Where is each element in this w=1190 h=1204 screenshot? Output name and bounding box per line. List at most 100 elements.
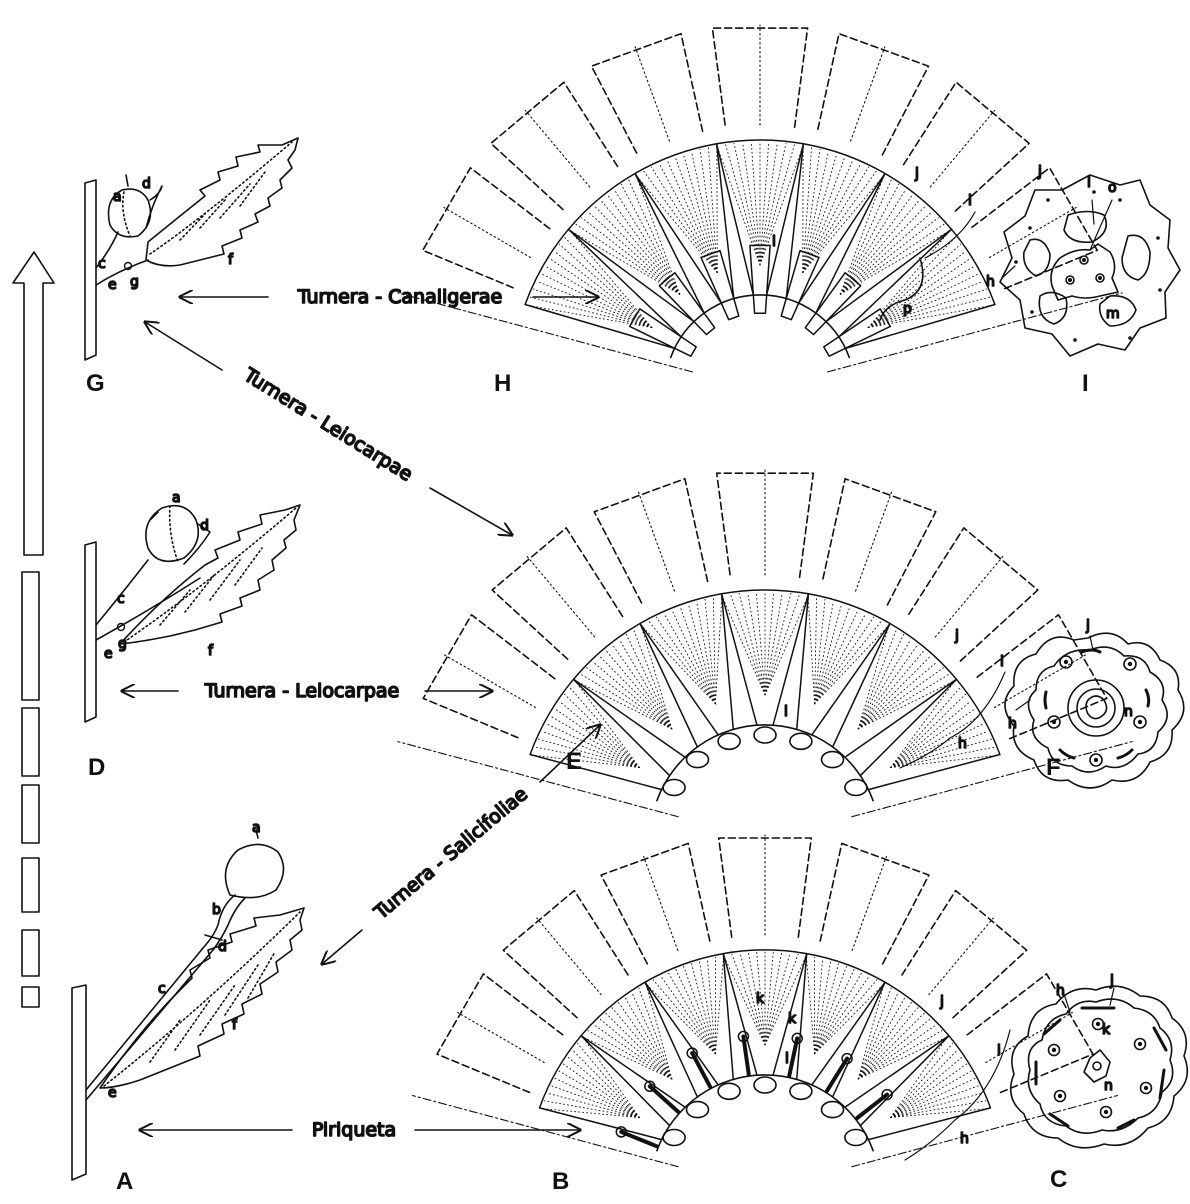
label-a-G: a: [113, 189, 122, 205]
petal-fan-B-0: [437, 974, 563, 1093]
petal-fan-H-1: [491, 82, 618, 211]
petal-fan-B-5: [902, 891, 1027, 1018]
wedge-line-fan-H-5-4: [840, 195, 912, 295]
wedge-line-fan-E-0-4: [546, 724, 639, 768]
label-g-G: g: [130, 274, 139, 290]
panel-letter-E: E: [566, 750, 582, 774]
label-h-F: h: [1008, 716, 1017, 732]
wedge-line-fan-H-0-9: [565, 237, 652, 327]
wedge-line-fan-B-6-0: [891, 1037, 948, 1118]
stub-fan-E-0: [663, 780, 685, 796]
stub-fan-E-4: [790, 733, 812, 749]
panel-letter-D: D: [88, 756, 105, 780]
wedge-line-fan-H-0-4: [541, 274, 652, 328]
wedge-line-fan-E-1-5: [606, 650, 672, 729]
wedge-line-fan-B-3-8: [765, 953, 790, 1045]
wedge-line-fan-E-2-7: [697, 602, 716, 704]
taxon-leiocarpae-label: Turnera - Leiocarpae: [204, 680, 400, 702]
petal-vein-fan-B-2: [644, 856, 678, 950]
wedge-line-fan-E-1-8: [626, 634, 672, 729]
wedge-line-fan-E-4-10: [815, 625, 889, 704]
wedge-line-fan-B-1-5: [612, 1008, 672, 1079]
label-c-D: c: [117, 591, 125, 607]
wedge-line-fan-H-5-10: [840, 231, 950, 295]
petal-fan-B-2: [601, 843, 710, 963]
label-a-A: a: [252, 820, 261, 836]
wedge-line-fan-H-0-10: [570, 231, 652, 328]
wedge-line-fan-H-5-9: [840, 224, 944, 294]
wedge-line-fan-E-2-0: [641, 625, 715, 704]
label-e-A: e: [108, 1085, 117, 1101]
label-c-G: c: [98, 256, 106, 272]
label-o-I: o: [1108, 180, 1117, 196]
wedge-line-fan-E-6-3: [891, 701, 971, 767]
petal-fan-E-4: [822, 479, 935, 605]
wedge-fan-H-6: [839, 229, 995, 348]
stub-fan-B-2: [718, 1083, 740, 1099]
label-l-B: l: [785, 1051, 789, 1067]
label-l-H: l: [772, 234, 776, 250]
wedge-line-fan-E-4-4: [815, 604, 842, 704]
label-g-D: g: [118, 636, 127, 652]
wedge-line-fan-E-0-10: [575, 681, 639, 768]
wedge-line-fan-B-5-5: [858, 1008, 918, 1079]
base-arc-fan-E: [657, 725, 873, 801]
wedge-line-fan-B-2-10: [715, 956, 723, 1054]
wedge-line-fan-B-3-7: [765, 953, 782, 1045]
filament-fan-H-2: [701, 251, 739, 320]
label-h-E: h: [958, 736, 967, 752]
wedge-line-fan-H-1-10: [636, 175, 680, 294]
petal-vein-fan-H-6: [990, 208, 1077, 258]
stub-fan-E-1: [687, 752, 709, 768]
wedge-line-fan-E-5-7: [858, 662, 937, 729]
wedge-fan-H-2: [635, 144, 734, 303]
stub-fan-E-6: [845, 780, 867, 796]
taxon-canaligerae-label: Turnera - Canaligerae: [297, 286, 502, 308]
petal-fan-E-0: [423, 615, 555, 739]
wedge-line-fan-B-1-4: [606, 1013, 672, 1079]
wedge-line-fan-E-3-7: [765, 593, 782, 695]
petal-fan-B-4: [820, 843, 929, 963]
petal-vein-fan-B-5: [929, 918, 993, 995]
label-j-F: j: [1085, 618, 1090, 634]
stub-fan-B-4: [790, 1083, 812, 1099]
flower-diagram-E: [398, 470, 1132, 817]
wedge-line-fan-B-3-9: [765, 954, 798, 1045]
wedge-line-fan-H-3-3: [743, 143, 760, 265]
taxon-leiocarpae-diagonal-label: Turnera - Leiocarpae: [239, 364, 416, 486]
label-j-E: j: [954, 628, 959, 644]
petal-vein-fan-H-1: [525, 110, 589, 187]
wedge-line-fan-E-4-6: [815, 610, 858, 704]
wedge-line-fan-E-5-2: [858, 634, 904, 729]
label-e-G: e: [108, 277, 117, 293]
wedge-line-fan-H-6-4: [868, 259, 970, 328]
axis-line-fan-E: [852, 742, 1132, 817]
label-j-I: j: [1037, 164, 1042, 180]
wedge-line-fan-E-1-7: [619, 639, 672, 729]
axis-line-left-fan-B: [412, 1096, 678, 1167]
label-h-C: h: [1056, 983, 1065, 999]
stub-fan-B-0: [663, 1130, 685, 1146]
wedge-line-fan-H-4-7: [803, 163, 861, 272]
wedge-fan-B-2: [645, 954, 733, 1085]
wedge-line-fan-H-1-0: [570, 231, 680, 295]
wedge-line-fan-H-5-1: [840, 180, 891, 295]
wedge-line-fan-E-2-10: [715, 596, 722, 704]
wedge-line-fan-H-5-0: [840, 175, 884, 294]
wedge-line-fan-H-1-7: [614, 189, 680, 294]
label-d-G: d: [142, 176, 151, 192]
wedge-line-fan-E-4-3: [815, 602, 834, 704]
wedge-line-fan-B-0-6: [563, 1064, 639, 1118]
label-h-I: h: [986, 274, 995, 290]
wedge-line-fan-E-3-2: [739, 593, 765, 695]
label-d-A: d: [218, 939, 227, 955]
label-i-H: i: [968, 193, 972, 209]
wedge-line-fan-E-6-2: [891, 694, 966, 767]
wedge-fan-H-3: [717, 140, 804, 295]
wedge-line-fan-B-6-6: [891, 1078, 976, 1117]
wedge-line-fan-H-6-5: [868, 266, 975, 328]
petal-fan-E-1: [492, 528, 622, 661]
label-j-B: j: [939, 994, 944, 1010]
